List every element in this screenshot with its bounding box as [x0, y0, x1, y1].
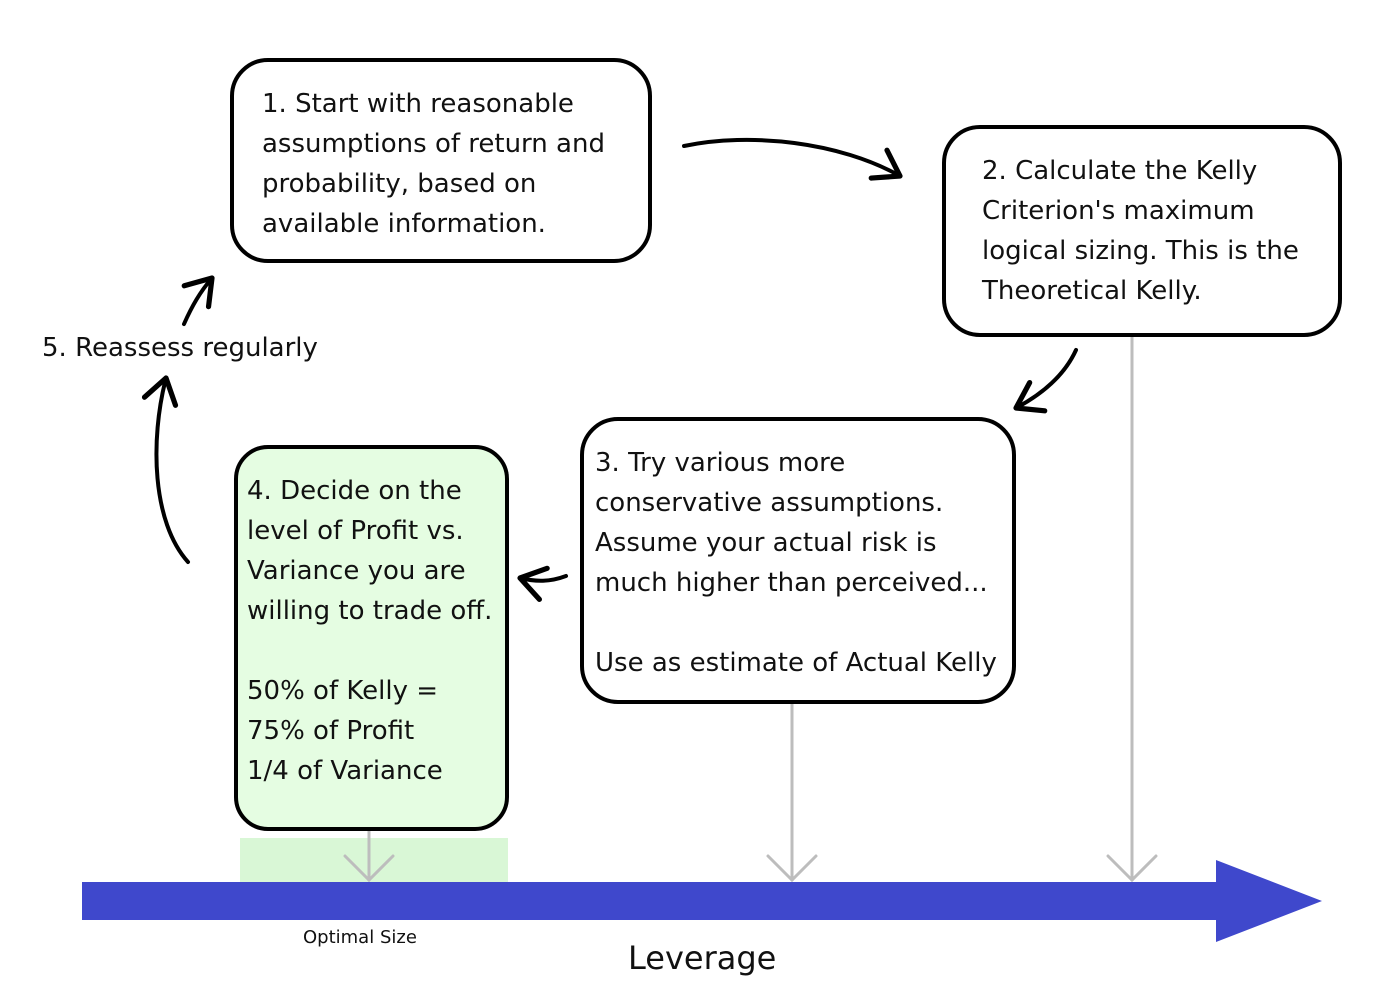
- step-4-line: 4. Decide on the: [247, 476, 462, 506]
- axis-label: Leverage: [628, 939, 777, 977]
- curved-arrow-5-to-1: [181, 275, 215, 326]
- step-2-line: logical sizing. This is the: [982, 236, 1299, 266]
- step-1-line: assumptions of return and: [262, 129, 605, 159]
- step-4-line: Variance you are: [247, 556, 466, 586]
- step-3-line: much higher than perceived...: [595, 568, 988, 598]
- curved-arrow-4-to-5: [141, 375, 190, 564]
- curved-arrow-3-to-4: [517, 565, 568, 602]
- pointer-step2: [1106, 335, 1158, 883]
- step-3-line: conservative assumptions.: [595, 488, 944, 518]
- pointer-step4: [343, 826, 395, 883]
- step-4-line: 50% of Kelly =: [247, 676, 439, 706]
- curved-arrow-1-to-2: [682, 137, 903, 181]
- step-2-line: Criterion's maximum: [982, 196, 1255, 226]
- step-4-line: [247, 631, 505, 671]
- step-3-box: 3. Try various more conservative assumpt…: [580, 417, 1016, 704]
- step-3-line: 3. Try various more: [595, 448, 846, 478]
- step-2-line: Theoretical Kelly.: [982, 276, 1202, 306]
- step-1-line: 1. Start with reasonable: [262, 89, 574, 119]
- optimal-size-label: Optimal Size: [303, 927, 417, 948]
- step-1-box: 1. Start with reasonable assumptions of …: [230, 58, 652, 263]
- step-5-label: 5. Reassess regularly: [42, 333, 318, 363]
- pointer-step3: [766, 702, 818, 883]
- step-4-line: willing to trade off.: [247, 596, 493, 626]
- step-4-box: 4. Decide on the level of Profit vs. Var…: [234, 445, 509, 831]
- step-4-line: 1/4 of Variance: [247, 756, 443, 786]
- step-3-line: Use as estimate of Actual Kelly: [595, 648, 997, 678]
- step-1-line: available information.: [262, 209, 546, 239]
- step-2-line: 2. Calculate the Kelly: [982, 156, 1258, 186]
- axis-arrow: [82, 860, 1322, 942]
- step-3-line: [595, 603, 1012, 643]
- step-4-line: 75% of Profit: [247, 716, 415, 746]
- step-2-box: 2. Calculate the Kelly Criterion's maxim…: [942, 125, 1342, 337]
- step-4-line: level of Profit vs.: [247, 516, 464, 546]
- step-3-line: Assume your actual risk is: [595, 528, 937, 558]
- step-1-line: probability, based on: [262, 169, 537, 199]
- curved-arrow-2-to-3: [1013, 348, 1078, 414]
